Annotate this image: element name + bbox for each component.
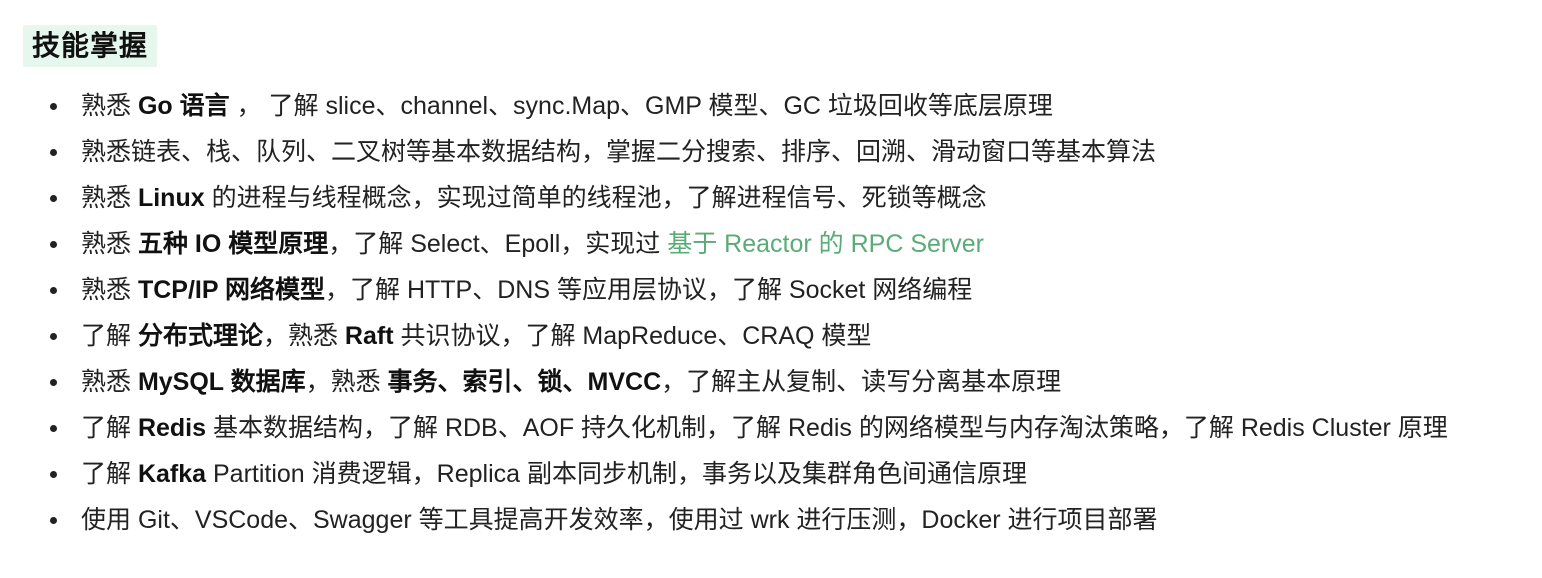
bold-text: Kafka: [137, 460, 207, 488]
list-item: 熟悉 Go 语言 ， 了解 slice、channel、sync.Map、GMP…: [0, 90, 1542, 122]
item-text: 熟悉: [81, 92, 138, 120]
item-text: 熟悉: [81, 368, 138, 396]
item-text: ，了解 Select、Epoll，实现过: [328, 230, 668, 258]
list-item: 使用 Git、VSCode、Swagger 等工具提高开发效率，使用过 wrk …: [0, 504, 1542, 536]
item-text: ， 了解 slice、channel、sync.Map、GMP 模型、GC 垃圾…: [229, 92, 1053, 120]
bullet-icon: [50, 103, 57, 110]
bullet-icon: [50, 471, 57, 478]
item-text: ，了解 HTTP、DNS 等应用层协议，了解 Socket 网络编程: [325, 276, 973, 304]
project-link[interactable]: 基于 Reactor 的 RPC Server: [667, 230, 984, 258]
bold-text: Raft: [344, 322, 394, 350]
item-text: 熟悉链表、栈、队列、二叉树等基本数据结构，掌握二分搜索、排序、回溯、滑动窗口等基…: [81, 138, 1157, 166]
section-title: 技能掌握: [23, 25, 158, 67]
list-item: 熟悉 TCP/IP 网络模型，了解 HTTP、DNS 等应用层协议，了解 Soc…: [0, 274, 1542, 306]
bullet-icon: [50, 287, 57, 294]
item-text: 熟悉: [81, 276, 138, 304]
item-text: 熟悉: [81, 230, 138, 258]
bold-text: Go 语言: [137, 92, 230, 120]
bold-text: 事务、索引、锁、MVCC: [387, 368, 662, 396]
bullet-icon: [50, 241, 57, 248]
item-text: ，熟悉: [262, 322, 345, 350]
bullet-icon: [50, 517, 57, 524]
bullet-icon: [50, 379, 57, 386]
list-item: 熟悉链表、栈、队列、二叉树等基本数据结构，掌握二分搜索、排序、回溯、滑动窗口等基…: [0, 136, 1542, 168]
item-text: 了解: [81, 460, 138, 488]
item-text: 熟悉: [81, 184, 138, 212]
item-text: Partition 消费逻辑，Replica 副本同步机制，事务以及集群角色间通…: [206, 460, 1027, 488]
list-item: 熟悉 五种 IO 模型原理，了解 Select、Epoll，实现过 基于 Rea…: [0, 228, 1542, 260]
item-text: 了解: [81, 322, 138, 350]
list-item: 了解 Redis 基本数据结构，了解 RDB、AOF 持久化机制，了解 Redi…: [0, 412, 1542, 444]
list-item: 熟悉 MySQL 数据库，熟悉 事务、索引、锁、MVCC，了解主从复制、读写分离…: [0, 366, 1542, 398]
list-item: 了解 Kafka Partition 消费逻辑，Replica 副本同步机制，事…: [0, 458, 1542, 490]
bold-text: MySQL 数据库: [137, 368, 306, 396]
item-text: 了解: [81, 414, 138, 442]
bullet-icon: [50, 195, 57, 202]
item-text: 基本数据结构，了解 RDB、AOF 持久化机制，了解 Redis 的网络模型与内…: [206, 414, 1448, 442]
bold-text: Linux: [137, 184, 205, 212]
bullet-icon: [50, 333, 57, 340]
bold-text: 五种 IO 模型原理: [137, 230, 329, 258]
item-text: 使用 Git、VSCode、Swagger 等工具提高开发效率，使用过 wrk …: [81, 506, 1158, 534]
bullet-icon: [50, 425, 57, 432]
item-text: 共识协议，了解 MapReduce、CRAQ 模型: [393, 322, 872, 350]
skill-list: 熟悉 Go 语言 ， 了解 slice、channel、sync.Map、GMP…: [0, 90, 1542, 550]
bold-text: Redis: [137, 414, 207, 442]
bold-text: 分布式理论: [137, 322, 263, 350]
list-item: 熟悉 Linux 的进程与线程概念，实现过简单的线程池，了解进程信号、死锁等概念: [0, 182, 1542, 214]
bold-text: TCP/IP 网络模型: [137, 276, 326, 304]
item-text: ，了解主从复制、读写分离基本原理: [661, 368, 1062, 396]
list-item: 了解 分布式理论，熟悉 Raft 共识协议，了解 MapReduce、CRAQ …: [0, 320, 1542, 352]
item-text: 的进程与线程概念，实现过简单的线程池，了解进程信号、死锁等概念: [204, 184, 987, 212]
item-text: ，熟悉: [305, 368, 388, 396]
bullet-icon: [50, 149, 57, 156]
